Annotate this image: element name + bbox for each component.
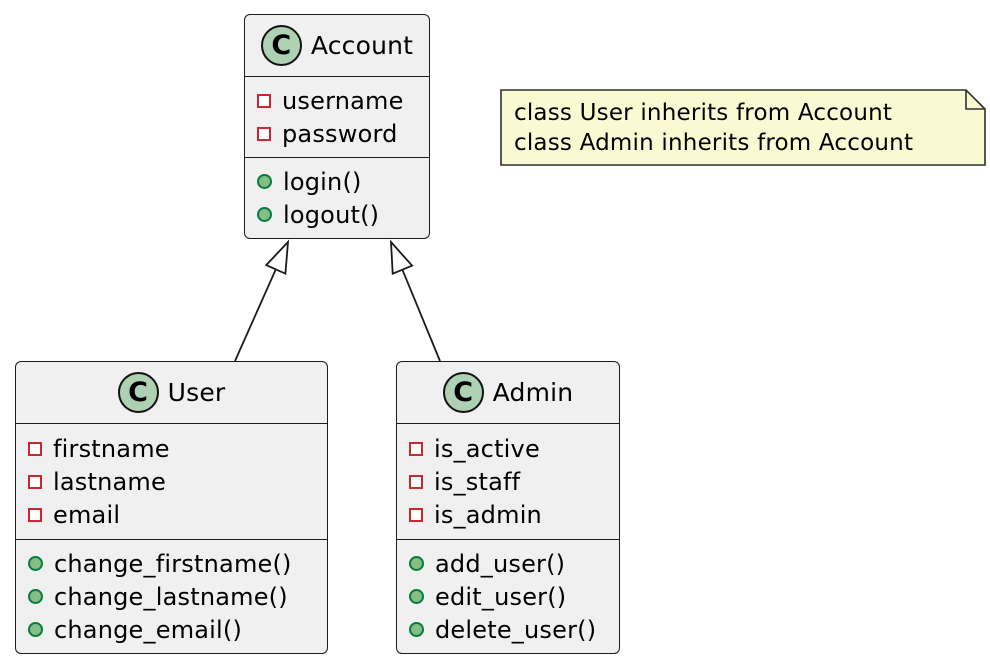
note-fold-corner	[965, 90, 985, 110]
method-row: change_lastname()	[28, 580, 315, 613]
attribute-label: lastname	[53, 467, 166, 496]
class-icon-letter: C	[271, 30, 292, 61]
method-row: delete_user()	[409, 613, 607, 646]
method-icon	[409, 589, 424, 604]
method-icon	[409, 556, 424, 571]
method-label: login()	[283, 167, 362, 196]
attribute-row: username	[257, 84, 417, 117]
field-icon	[257, 126, 271, 141]
attribute-row: email	[28, 498, 315, 531]
attribute-label: is_active	[434, 434, 540, 463]
class-title-account: C Account	[245, 15, 429, 77]
class-box-admin: C Admin is_active is_staff is_admin add_…	[396, 361, 620, 654]
method-row: change_firstname()	[28, 547, 315, 580]
class-box-user: C User firstname lastname email change_f…	[15, 361, 328, 654]
method-icon	[28, 589, 43, 604]
method-label: logout()	[283, 200, 380, 229]
attribute-label: username	[282, 86, 404, 115]
class-title-admin: C Admin	[397, 362, 619, 424]
class-name: Admin	[492, 378, 574, 407]
field-icon	[409, 441, 423, 456]
method-row: login()	[257, 165, 417, 198]
method-icon	[257, 174, 272, 189]
attributes-section-admin: is_active is_staff is_admin	[397, 424, 619, 540]
method-row: change_email()	[28, 613, 315, 646]
attribute-row: is_active	[409, 432, 607, 465]
class-icon-letter: C	[453, 377, 474, 408]
class-name: Account	[310, 31, 414, 60]
method-label: change_firstname()	[54, 549, 292, 578]
methods-section-admin: add_user() edit_user() delete_user()	[397, 540, 619, 653]
methods-section-account: login() logout()	[245, 158, 429, 238]
attribute-label: firstname	[53, 434, 170, 463]
method-label: delete_user()	[435, 615, 597, 644]
method-icon	[28, 622, 43, 637]
field-icon	[28, 507, 42, 522]
note-line: class User inherits from Account	[514, 100, 893, 126]
field-icon	[409, 507, 423, 522]
attribute-label: email	[53, 500, 121, 529]
method-row: add_user()	[409, 547, 607, 580]
attribute-label: password	[282, 119, 398, 148]
attributes-section-account: username password	[245, 77, 429, 158]
field-icon	[257, 93, 271, 108]
note-text: class User inherits from Account class A…	[514, 98, 913, 158]
inheritance-arrow-user-to-account	[234, 239, 290, 362]
note-background	[500, 89, 986, 166]
method-row: edit_user()	[409, 580, 607, 613]
method-label: change_lastname()	[54, 582, 288, 611]
method-label: edit_user()	[435, 582, 567, 611]
hollow-triangle-arrowhead	[264, 239, 290, 276]
method-icon	[28, 556, 43, 571]
attribute-row: is_admin	[409, 498, 607, 531]
class-box-account: C Account username password login() logo…	[244, 14, 430, 239]
note-line: class Admin inherits from Account	[514, 130, 914, 156]
hollow-triangle-arrowhead	[389, 239, 414, 276]
method-label: change_email()	[54, 615, 243, 644]
class-icon: C	[260, 25, 302, 66]
class-icon: C	[117, 372, 159, 413]
attribute-row: lastname	[28, 465, 315, 498]
class-name: User	[167, 378, 226, 407]
methods-section-user: change_firstname() change_lastname() cha…	[16, 540, 327, 653]
class-icon-letter: C	[128, 377, 148, 408]
attribute-label: is_admin	[434, 500, 542, 529]
attribute-row: firstname	[28, 432, 315, 465]
class-title-user: C User	[16, 362, 327, 424]
method-row: logout()	[257, 198, 417, 231]
field-icon	[409, 474, 423, 489]
inheritance-arrow-admin-to-account	[389, 239, 441, 362]
attribute-row: is_staff	[409, 465, 607, 498]
class-icon: C	[442, 372, 484, 413]
attribute-label: is_staff	[434, 467, 521, 496]
attribute-row: password	[257, 117, 417, 150]
field-icon	[28, 474, 42, 489]
note: class User inherits from Account class A…	[500, 89, 986, 166]
method-icon	[257, 207, 272, 222]
attributes-section-user: firstname lastname email	[16, 424, 327, 540]
method-icon	[409, 622, 424, 637]
method-label: add_user()	[435, 549, 566, 578]
field-icon	[28, 441, 42, 456]
